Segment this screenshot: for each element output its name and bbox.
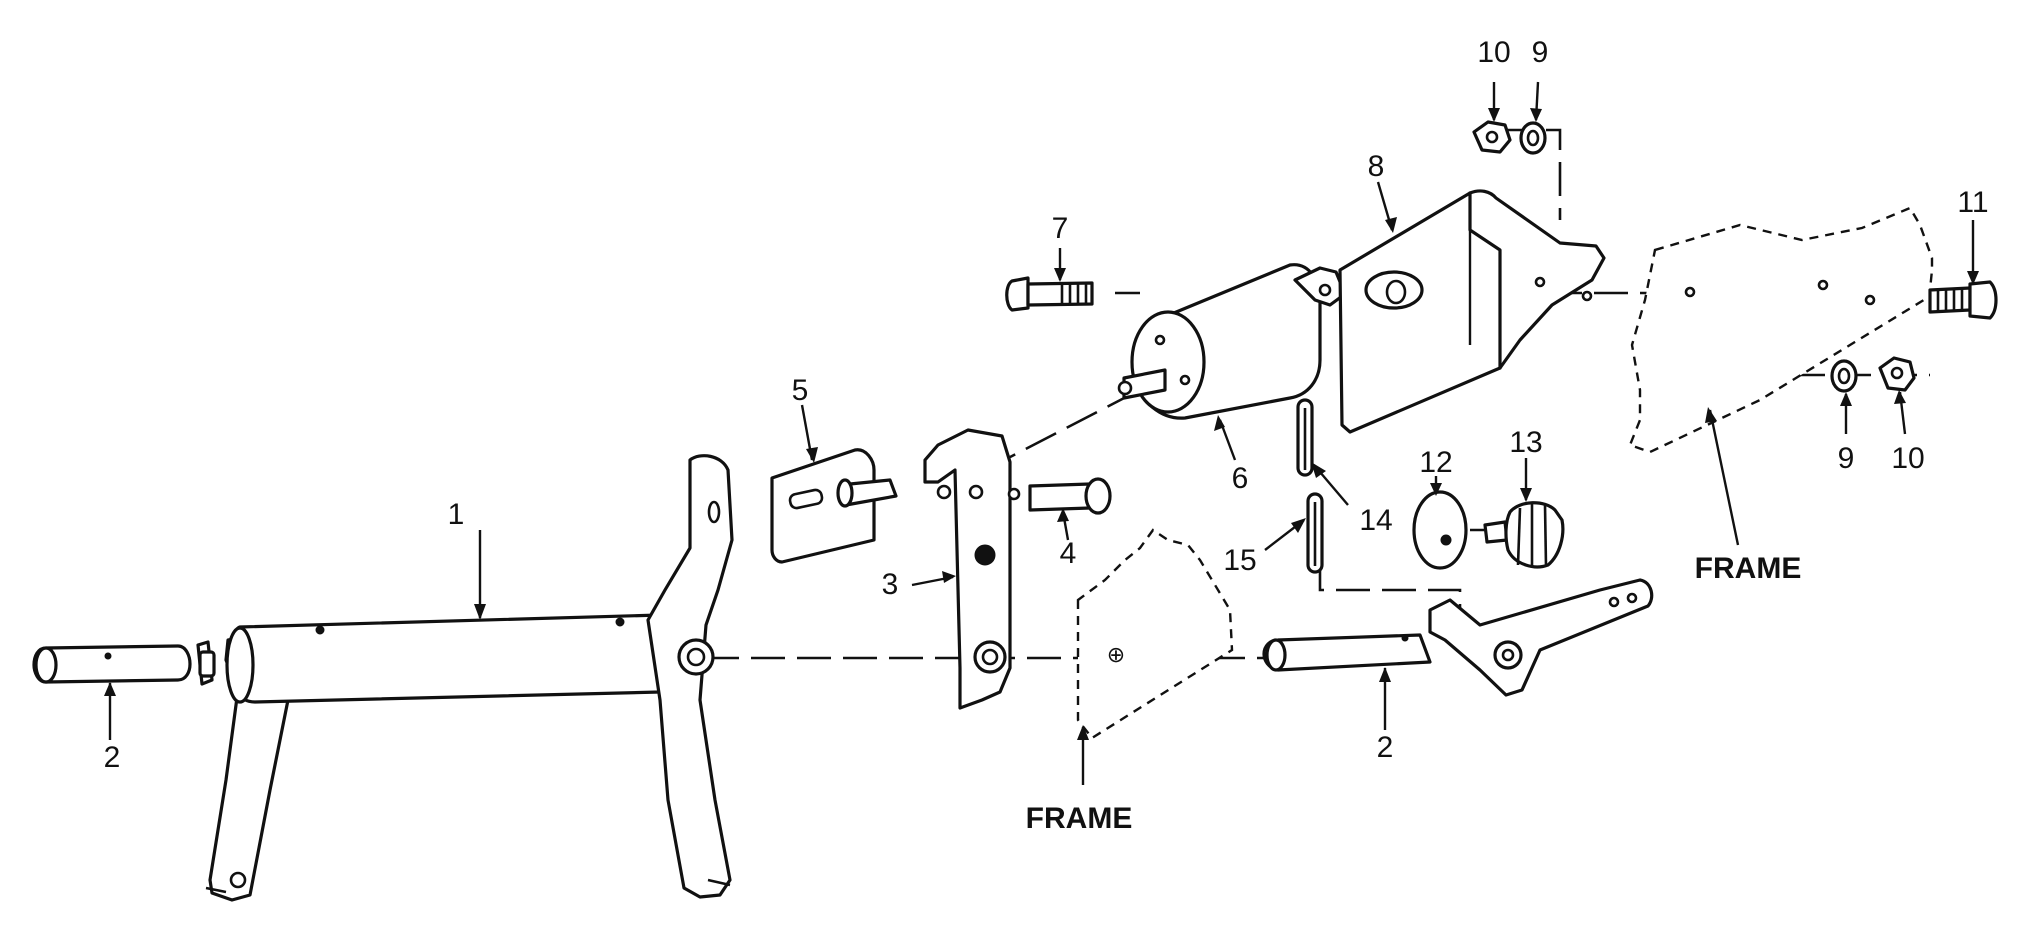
part-7-bolt [1005,276,1094,312]
spring-to-lever-centerline [1318,560,1462,610]
front-arm-upper-slot [707,500,721,524]
left-frame-plate: ⊕ [1076,528,1234,740]
callout-13: 13 [1509,426,1542,459]
part-11-bolt [1928,280,1998,320]
frame-label-right: FRAME [1695,552,1802,585]
callout-numbers: 1 2 2 3 4 5 6 7 8 10 9 11 9 10 12 13 14 … [104,36,1989,835]
callout-leaders [104,81,1979,785]
callout-6: 6 [1232,462,1249,495]
callout-1: 1 [448,498,465,531]
left-frame-mark: ⊕ [1107,642,1125,667]
right-frame-hole-1 [1684,286,1696,298]
part-3-link-arm [923,428,1012,710]
part-6-solenoid [1117,263,1347,420]
callout-4: 4 [1060,537,1077,570]
part-5-yoke-plate [770,448,898,564]
callout-12: 12 [1419,446,1452,479]
callout-5: 5 [792,374,809,407]
callout-2-left: 2 [104,741,121,774]
callout-7: 7 [1052,212,1069,245]
callout-10-bottom: 10 [1891,442,1924,475]
right-frame-hole-2 [1817,279,1829,291]
callout-8: 8 [1368,150,1385,183]
parts-9-10-bottom-washer-nut [1830,356,1916,393]
part-4-clevis-pin [1007,477,1112,515]
callout-10-top: 10 [1477,36,1510,69]
part-13-knob [1483,501,1565,569]
frame-label-left: FRAME [1026,802,1133,835]
left-arm-pin-hole [229,871,247,889]
top-nut-centerline [1500,128,1562,220]
callout-11: 11 [1957,186,1988,219]
part-15-spring-lower [1306,492,1324,574]
callout-14: 14 [1359,504,1392,537]
right-frame-hole-3 [1864,294,1876,306]
part-8-bracket [1338,189,1606,434]
parts-9-10-top-washer-nut [1472,120,1547,155]
callout-9-bottom: 9 [1838,442,1855,475]
callout-9-top: 9 [1532,36,1549,69]
callout-15: 15 [1223,544,1256,577]
part-1-cross-shaft [196,454,734,902]
part-2-right-shaft-lever [1262,578,1654,697]
callout-3: 3 [882,568,899,601]
callout-2-right: 2 [1377,731,1394,764]
right-frame-plate [1628,206,1934,454]
part-2-left-pin [32,644,216,684]
part-14-spring-upper [1296,398,1314,477]
part-12-disk [1412,490,1468,570]
